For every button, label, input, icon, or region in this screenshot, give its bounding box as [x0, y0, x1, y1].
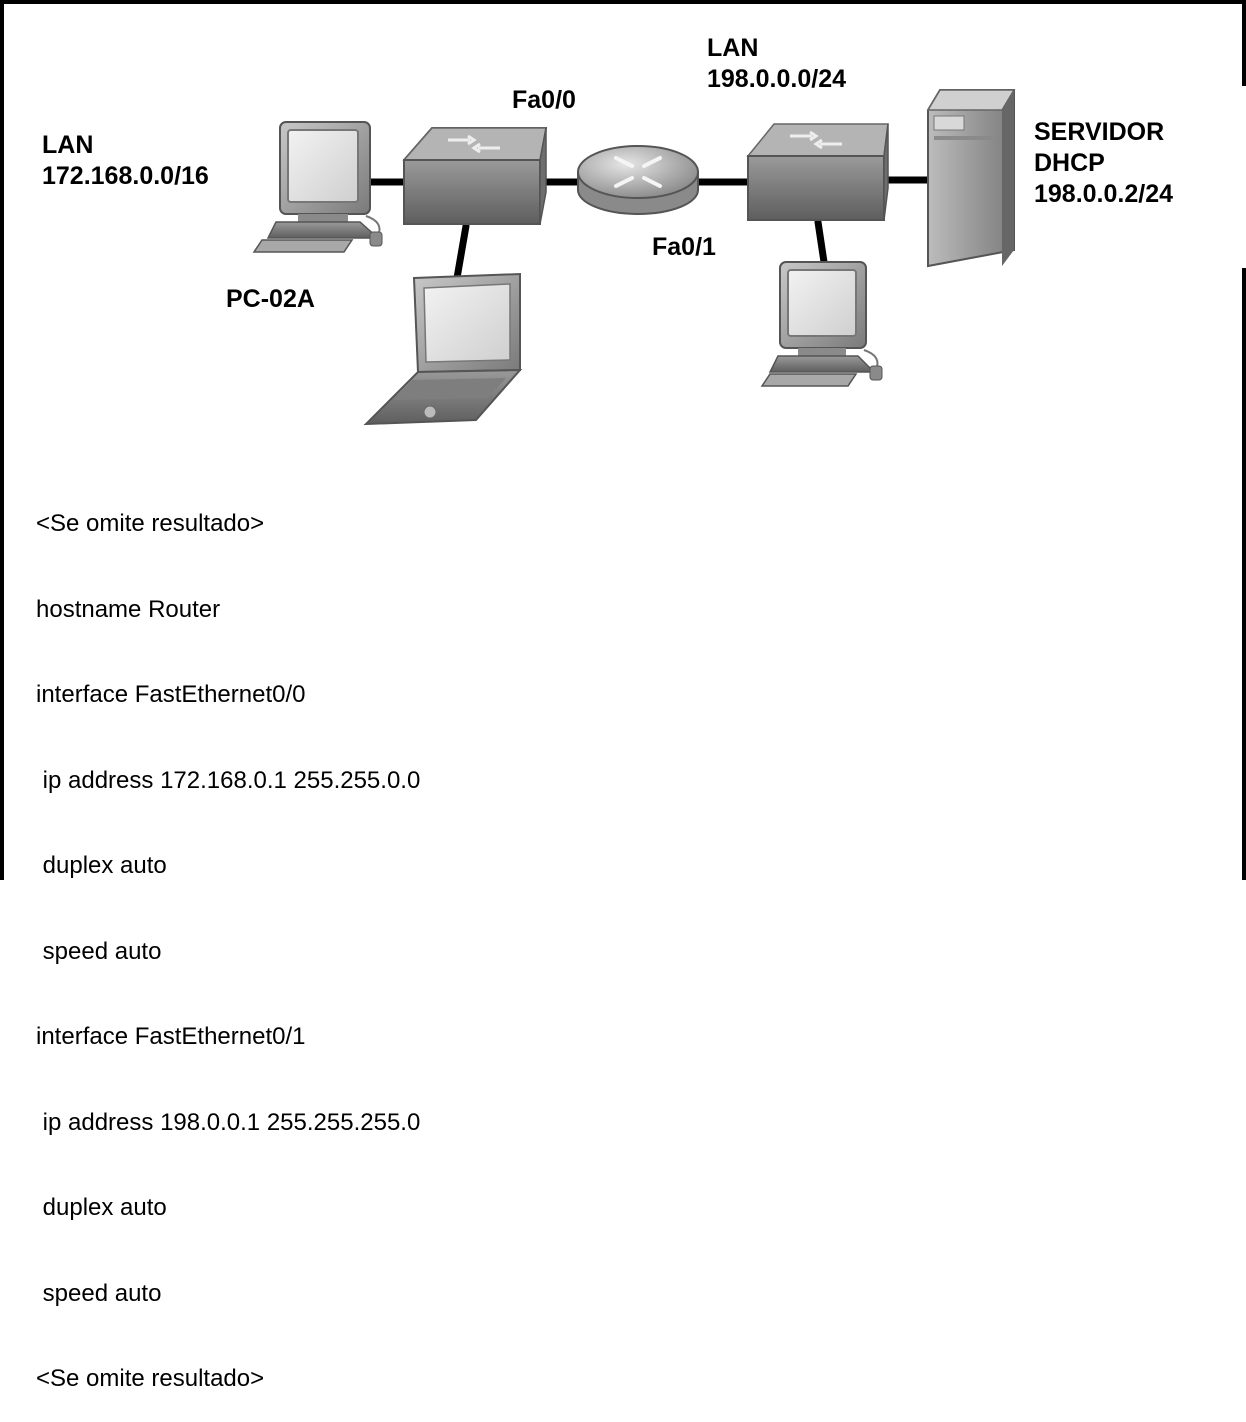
- router-icon: [577, 145, 699, 215]
- lan-right-label: LAN 198.0.0.0/24: [707, 34, 847, 93]
- switch-1-icon: [402, 127, 548, 225]
- config-line: <Se omite resultado>: [36, 510, 265, 537]
- config-line: speed auto: [36, 1279, 162, 1307]
- lan-left-label: LAN 172.168.0.0/16: [42, 131, 209, 190]
- config-line: interface FastEthernet0/1: [36, 1023, 306, 1050]
- config-line: hostname Router: [36, 595, 221, 623]
- diagram-frame: [0, 0, 1246, 880]
- pc-right-icon: [760, 261, 883, 387]
- frame-gap: [1238, 86, 1246, 268]
- network-topology: [252, 89, 1016, 426]
- dhcp-server-label: SERVIDOR DHCP 198.0.0.2/24: [1034, 118, 1174, 208]
- link-switch2-pc: [814, 218, 828, 266]
- config-line: speed auto: [36, 937, 162, 965]
- pc-02a-label: PC-02A: [226, 285, 315, 313]
- config-line: ip address 172.168.0.1 255.255.0.0: [36, 766, 421, 794]
- dhcp-server-icon: [926, 89, 1016, 268]
- config-line: duplex auto: [36, 852, 167, 879]
- config-line: ip address 198.0.0.1 255.255.255.0: [36, 1108, 421, 1136]
- config-line: interface FastEthernet0/0: [36, 681, 306, 708]
- fa0-1-label: Fa0/1: [652, 233, 716, 261]
- config-line: <Se omite resultado>: [36, 1365, 265, 1392]
- config-line: duplex auto: [36, 1194, 167, 1221]
- switch-2-icon: [746, 123, 889, 221]
- pc-02a-icon: [252, 121, 383, 253]
- laptop-icon: [363, 272, 523, 426]
- fa0-0-label: Fa0/0: [512, 86, 576, 114]
- router-config-output: <Se omite resultado> hostname Router int…: [36, 453, 420, 1422]
- link-switch1-laptop: [453, 222, 470, 282]
